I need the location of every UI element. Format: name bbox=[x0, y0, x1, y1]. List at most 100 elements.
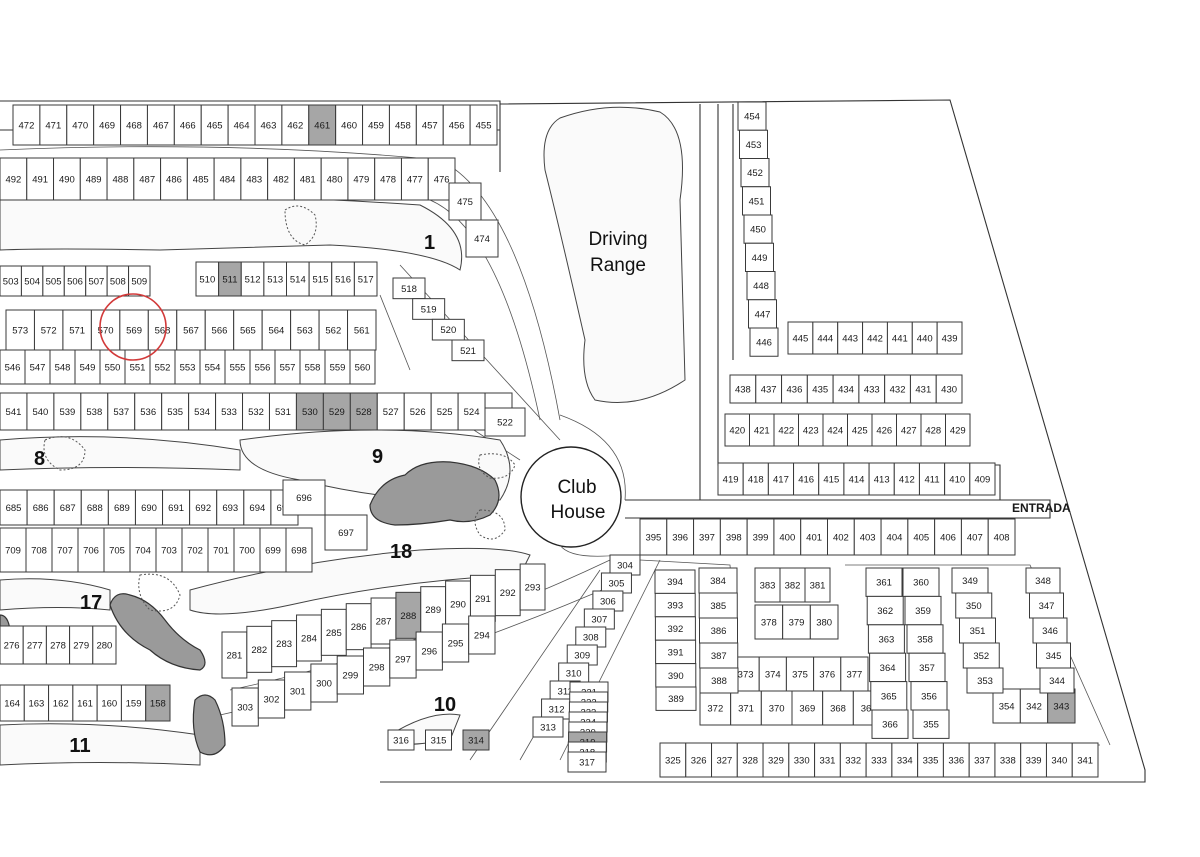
lot-462[interactable]: 462 bbox=[281, 104, 310, 146]
lot-464[interactable]: 464 bbox=[227, 104, 256, 146]
lot-302[interactable]: 302 bbox=[257, 679, 286, 719]
lot-331[interactable]: 331 bbox=[814, 742, 841, 778]
lot-455[interactable]: 455 bbox=[469, 104, 498, 146]
lot-519[interactable]: 519 bbox=[412, 298, 446, 320]
lot-510[interactable]: 510 bbox=[195, 261, 220, 297]
lot-414[interactable]: 414 bbox=[843, 462, 870, 496]
lot-355[interactable]: 355 bbox=[912, 709, 950, 739]
lot-569[interactable]: 569 bbox=[119, 309, 149, 351]
lot-369[interactable]: 369 bbox=[791, 690, 824, 726]
lot-520[interactable]: 520 bbox=[431, 318, 465, 341]
lot-327[interactable]: 327 bbox=[711, 742, 738, 778]
lot-288[interactable]: 288 bbox=[395, 591, 422, 639]
lot-563[interactable]: 563 bbox=[290, 309, 320, 351]
lot-395[interactable]: 395 bbox=[639, 518, 668, 556]
lot-362[interactable]: 362 bbox=[866, 595, 904, 626]
lot-404[interactable]: 404 bbox=[880, 518, 909, 556]
lot-442[interactable]: 442 bbox=[862, 321, 888, 355]
lot-330[interactable]: 330 bbox=[788, 742, 816, 778]
lot-419[interactable]: 419 bbox=[717, 462, 744, 496]
lot-411[interactable]: 411 bbox=[918, 462, 946, 496]
lot-448[interactable]: 448 bbox=[746, 271, 776, 301]
lot-528[interactable]: 528 bbox=[349, 392, 378, 431]
lot-440[interactable]: 440 bbox=[911, 321, 938, 355]
lot-410[interactable]: 410 bbox=[944, 462, 971, 496]
lot-512[interactable]: 512 bbox=[240, 261, 265, 297]
lot-305[interactable]: 305 bbox=[600, 572, 632, 594]
lot-343[interactable]: 343 bbox=[1047, 688, 1076, 724]
lot-513[interactable]: 513 bbox=[263, 261, 287, 297]
lot-328[interactable]: 328 bbox=[736, 742, 764, 778]
lot-303[interactable]: 303 bbox=[231, 687, 259, 727]
lot-483[interactable]: 483 bbox=[240, 157, 269, 201]
lot-434[interactable]: 434 bbox=[832, 374, 860, 404]
lot-306[interactable]: 306 bbox=[592, 590, 624, 612]
lot-336[interactable]: 336 bbox=[942, 742, 970, 778]
lot-692[interactable]: 692 bbox=[189, 489, 218, 526]
lot-309[interactable]: 309 bbox=[566, 644, 598, 666]
lot-459[interactable]: 459 bbox=[362, 104, 390, 146]
lot-540[interactable]: 540 bbox=[26, 392, 55, 431]
lot-393[interactable]: 393 bbox=[654, 592, 696, 618]
lot-445[interactable]: 445 bbox=[787, 321, 814, 355]
lot-688[interactable]: 688 bbox=[80, 489, 109, 526]
lot-444[interactable]: 444 bbox=[812, 321, 839, 355]
lot-315[interactable]: 315 bbox=[425, 729, 452, 751]
lot-387[interactable]: 387 bbox=[699, 642, 739, 669]
lot-426[interactable]: 426 bbox=[871, 413, 897, 447]
lot-488[interactable]: 488 bbox=[106, 157, 135, 201]
lot-525[interactable]: 525 bbox=[430, 392, 459, 431]
lot-531[interactable]: 531 bbox=[268, 392, 297, 431]
lot-399[interactable]: 399 bbox=[746, 518, 775, 556]
lot-466[interactable]: 466 bbox=[173, 104, 202, 146]
lot-422[interactable]: 422 bbox=[773, 413, 799, 447]
lot-470[interactable]: 470 bbox=[66, 104, 95, 146]
lot-454[interactable]: 454 bbox=[737, 101, 767, 131]
lot-280[interactable]: 280 bbox=[92, 625, 117, 665]
lot-401[interactable]: 401 bbox=[800, 518, 829, 556]
lot-697[interactable]: 697 bbox=[324, 514, 368, 551]
lot-289[interactable]: 289 bbox=[420, 586, 447, 634]
lot-505[interactable]: 505 bbox=[42, 265, 65, 297]
lot-702[interactable]: 702 bbox=[181, 527, 209, 573]
lot-516[interactable]: 516 bbox=[331, 261, 355, 297]
lot-374[interactable]: 374 bbox=[758, 656, 787, 692]
lot-453[interactable]: 453 bbox=[739, 129, 768, 159]
lot-353[interactable]: 353 bbox=[966, 667, 1004, 694]
lot-360[interactable]: 360 bbox=[902, 567, 940, 597]
lot-685[interactable]: 685 bbox=[0, 489, 28, 526]
lot-532[interactable]: 532 bbox=[242, 392, 270, 431]
lot-406[interactable]: 406 bbox=[934, 518, 962, 556]
lot-425[interactable]: 425 bbox=[847, 413, 873, 447]
lot-515[interactable]: 515 bbox=[308, 261, 333, 297]
lot-363[interactable]: 363 bbox=[867, 624, 905, 654]
lot-521[interactable]: 521 bbox=[451, 339, 485, 362]
lot-380[interactable]: 380 bbox=[809, 604, 839, 640]
lot-554[interactable]: 554 bbox=[199, 349, 226, 385]
lot-307[interactable]: 307 bbox=[583, 608, 615, 630]
lot-451[interactable]: 451 bbox=[742, 186, 771, 216]
lot-471[interactable]: 471 bbox=[39, 104, 68, 146]
lot-386[interactable]: 386 bbox=[699, 617, 738, 644]
lot-383[interactable]: 383 bbox=[754, 567, 781, 603]
lot-308[interactable]: 308 bbox=[575, 626, 607, 648]
lot-339[interactable]: 339 bbox=[1020, 742, 1047, 778]
lot-329[interactable]: 329 bbox=[762, 742, 790, 778]
lot-550[interactable]: 550 bbox=[99, 349, 126, 385]
lot-372[interactable]: 372 bbox=[699, 690, 732, 726]
lot-291[interactable]: 291 bbox=[469, 574, 496, 622]
lot-163[interactable]: 163 bbox=[23, 684, 50, 722]
lot-396[interactable]: 396 bbox=[666, 518, 695, 556]
lot-164[interactable]: 164 bbox=[0, 684, 25, 722]
lot-700[interactable]: 700 bbox=[233, 527, 261, 573]
lot-530[interactable]: 530 bbox=[295, 392, 324, 431]
lot-428[interactable]: 428 bbox=[920, 413, 946, 447]
lot-703[interactable]: 703 bbox=[155, 527, 183, 573]
lot-564[interactable]: 564 bbox=[261, 309, 292, 351]
lot-506[interactable]: 506 bbox=[63, 265, 87, 297]
lot-357[interactable]: 357 bbox=[908, 652, 946, 683]
lot-503[interactable]: 503 bbox=[0, 265, 22, 297]
lot-398[interactable]: 398 bbox=[719, 518, 748, 556]
lot-400[interactable]: 400 bbox=[773, 518, 802, 556]
lot-413[interactable]: 413 bbox=[868, 462, 895, 496]
